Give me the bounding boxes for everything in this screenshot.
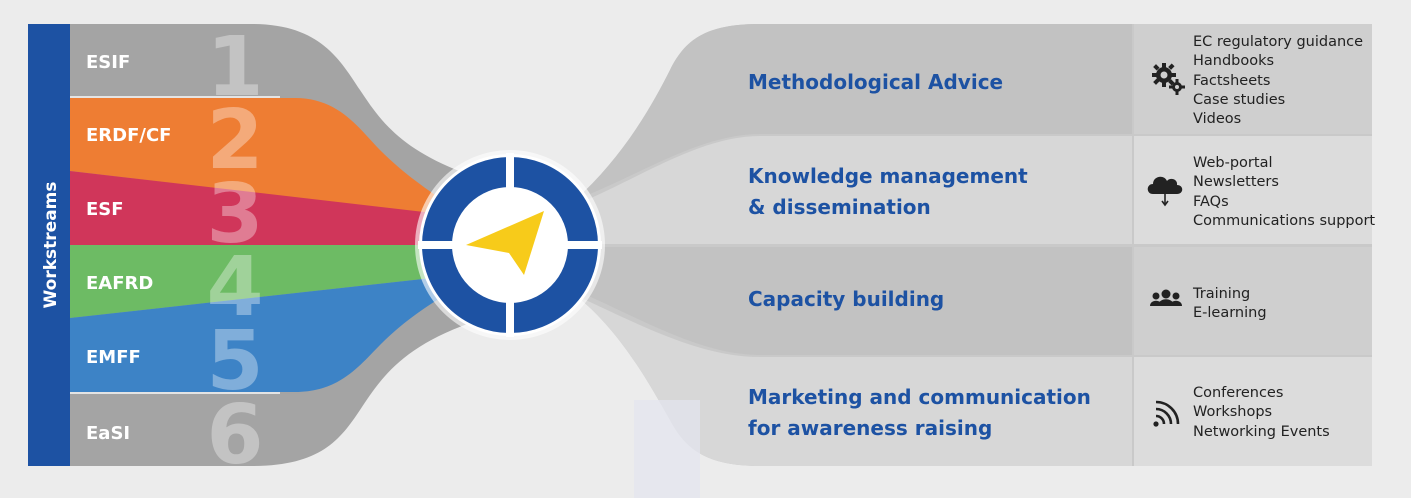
resource-item: Communications support: [1193, 213, 1375, 229]
resource-panel-1: [1134, 24, 1372, 134]
workstream-label-easi: EaSI: [86, 423, 130, 444]
compass-needle-icon: [466, 211, 544, 275]
resource-item: Newsletters: [1193, 174, 1279, 190]
workstream-number-1: 1: [206, 20, 263, 115]
workstream-label-esif: ESIF: [86, 52, 130, 73]
category-band-knowledge: [575, 136, 1132, 244]
resource-item: Factsheets: [1193, 73, 1270, 89]
workstream-label-eafrd: EAFRD: [86, 273, 153, 294]
resource-item: EC regulatory guidance: [1193, 34, 1363, 50]
workstream-label-emff: EMFF: [86, 347, 141, 368]
resource-item: E-learning: [1193, 305, 1267, 321]
category-title-marketing-line1: Marketing and communication: [748, 385, 1091, 409]
workstream-label-erdf-cf: ERDF/CF: [86, 125, 171, 146]
gears-icon: [1152, 63, 1185, 95]
category-title-marketing-line2: for awareness raising: [748, 416, 992, 440]
wifi-signal-icon: [1153, 400, 1180, 427]
category-title-knowledge-line1: Knowledge management: [748, 164, 1028, 188]
resource-list-methodological: EC regulatory guidance Handbooks Factshe…: [1193, 34, 1363, 127]
workstream-number-6: 6: [206, 388, 263, 483]
category-band-capacity: [575, 247, 1132, 355]
compass-gap-left: [418, 241, 460, 249]
highlight-strip: [634, 400, 700, 498]
resource-list-knowledge: Web-portal Newsletters FAQs Communicatio…: [1193, 155, 1375, 229]
people-icon: [1150, 289, 1182, 306]
resource-item: FAQs: [1193, 194, 1229, 210]
compass-gap-bottom: [506, 295, 514, 337]
resource-panel-3: [1134, 247, 1372, 355]
workstream-number-4: 4: [206, 240, 263, 335]
category-band-methodological: [575, 24, 1132, 200]
band-eafrd: [70, 245, 450, 318]
cloud-download-icon: [1147, 176, 1183, 207]
workstreams-sidebar: [28, 24, 70, 466]
category-title-methodological: Methodological Advice: [748, 70, 1003, 94]
workstream-list: 1 ESIF 2 ERDF/CF 3 ESF 4 EAFRD 5 EMFF 6 …: [86, 20, 264, 483]
resource-item: Conferences: [1193, 385, 1283, 401]
workstream-number-5: 5: [206, 314, 263, 409]
category-title-knowledge-line2: & dissemination: [748, 195, 931, 219]
resource-item: Workshops: [1193, 404, 1272, 420]
category-band-marketing: [575, 295, 1132, 466]
resource-list-marketing: Conferences Workshops Networking Events: [1193, 385, 1330, 440]
workstream-number-2: 2: [206, 93, 263, 188]
resource-item: Videos: [1193, 111, 1241, 127]
workstreams-label: Workstreams: [41, 182, 61, 309]
compass-logo: [415, 150, 605, 340]
category-title-capacity: Capacity building: [748, 287, 944, 311]
resource-item: Networking Events: [1193, 424, 1330, 440]
compass-gap-right: [560, 241, 602, 249]
band-erdf-cf: [70, 98, 450, 216]
band-esf: [70, 171, 450, 245]
resource-item: Case studies: [1193, 92, 1285, 108]
category-titles: Methodological Advice Knowledge manageme…: [748, 70, 1091, 440]
band-emff: [70, 276, 450, 392]
resource-item: Handbooks: [1193, 53, 1274, 69]
compass-gap-top: [506, 153, 514, 195]
workstream-number-3: 3: [206, 167, 263, 262]
right-fan-background: [575, 24, 1372, 466]
resource-list-capacity: Training E-learning: [1192, 286, 1267, 321]
workstream-label-esf: ESF: [86, 199, 124, 220]
resource-item: Training: [1192, 286, 1250, 302]
resource-item: Web-portal: [1193, 155, 1272, 171]
